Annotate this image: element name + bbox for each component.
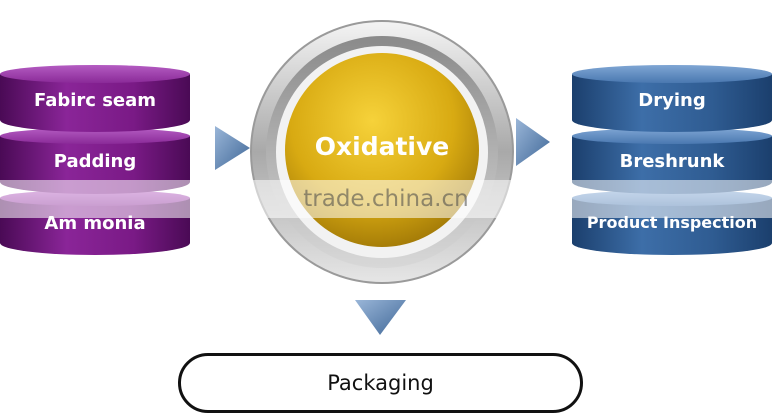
left-disk-label-1: Fabirc seam: [33, 90, 157, 111]
arrow-right-icon: [215, 126, 250, 170]
left-disk-label-2: Padding: [53, 151, 137, 172]
right-disk-label-1: Drying: [638, 90, 706, 111]
watermark-band: [0, 180, 772, 218]
right-disk-1: [572, 65, 772, 132]
watermark-text: trade.china.cn: [303, 186, 469, 212]
packaging-label: Packaging: [327, 371, 434, 395]
left-disk-label-3: Am monia: [44, 213, 146, 234]
packaging-box: Packaging: [178, 353, 583, 413]
arrow-down-icon: [355, 300, 406, 335]
arrow-right-icon-2: [516, 118, 550, 166]
left-disk-1: [0, 65, 190, 132]
right-disk-2: [572, 128, 772, 194]
center-label: Oxidative: [314, 132, 450, 161]
left-disk-2: [0, 128, 190, 194]
right-disk-label-3: Product Inspection: [586, 213, 758, 232]
right-disk-label-2: Breshrunk: [619, 151, 725, 172]
